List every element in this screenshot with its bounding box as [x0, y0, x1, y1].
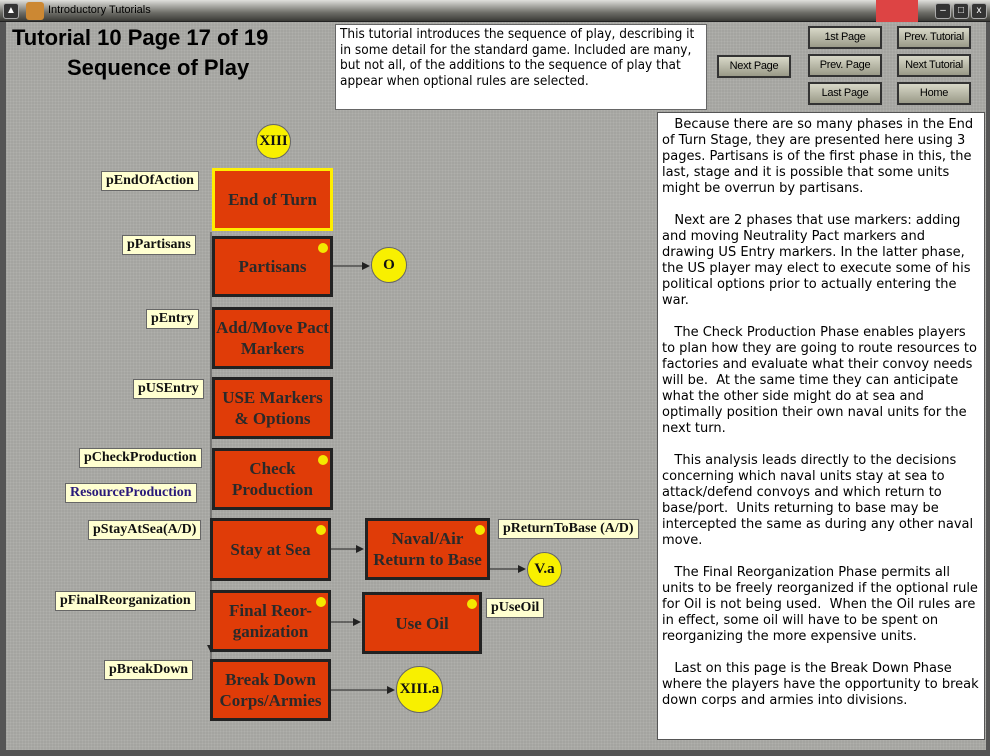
window-title: Introductory Tutorials — [48, 4, 151, 16]
tutorial-page-heading: Tutorial 10 Page 17 of 19 — [12, 25, 269, 50]
optional-rule-dot-icon — [318, 455, 328, 465]
phase-use-markers[interactable]: USE Markers & Options — [212, 377, 333, 439]
prev-page-button[interactable]: Prev. Page — [808, 54, 882, 77]
phase-label: Check Production — [232, 459, 313, 499]
optional-rule-dot-icon — [475, 525, 485, 535]
next-page-button[interactable]: Next Page — [717, 55, 791, 78]
phase-break-down[interactable]: Break Down Corps/Armies — [210, 659, 331, 721]
home-button[interactable]: Home — [897, 82, 971, 105]
phase-stay-at-sea[interactable]: Stay at Sea — [210, 518, 331, 581]
label-break-down: pBreakDown — [104, 660, 194, 680]
phase-label: Partisans — [238, 257, 307, 276]
optional-rule-dot-icon — [316, 525, 326, 535]
phase-circle-xiiia: XIII.a — [396, 666, 443, 713]
title-bar: ▲ Introductory Tutorials – □ x — [0, 0, 990, 22]
phase-label: Use Oil — [395, 613, 449, 633]
explanation-panel: Because there are so many phases in the … — [657, 112, 985, 740]
flag-icon — [876, 0, 918, 22]
phase-add-move-pact-markers[interactable]: Add/Move Pact Markers — [212, 307, 333, 369]
phase-final-reorganization[interactable]: Final Reor-ganization — [210, 590, 331, 652]
label-partisans: pPartisans — [122, 235, 196, 255]
close-button[interactable]: x — [971, 3, 987, 19]
label-check-production: pCheckProduction — [79, 448, 202, 468]
phase-naval-air-return[interactable]: Naval/Air Return to Base — [365, 518, 490, 580]
app-logo-icon — [26, 2, 44, 20]
tutorial-description: This tutorial introduces the sequence of… — [335, 24, 707, 110]
optional-rule-dot-icon — [318, 243, 328, 253]
label-entry: pEntry — [146, 309, 199, 329]
phase-circle-va: V.a — [527, 552, 562, 587]
phase-label: Stay at Sea — [230, 540, 311, 559]
first-page-button[interactable]: 1st Page — [808, 26, 882, 49]
label-us-entry: pUSEntry — [133, 379, 204, 399]
phase-circle-o: O — [371, 247, 407, 283]
optional-rule-dot-icon — [316, 597, 326, 607]
label-stay-at-sea: pStayAtSea(A/D) — [88, 520, 202, 540]
maximize-button[interactable]: □ — [953, 3, 969, 19]
last-page-button[interactable]: Last Page — [808, 82, 882, 105]
prev-tutorial-button[interactable]: Prev. Tutorial — [897, 26, 971, 49]
system-menu-icon[interactable]: ▲ — [3, 3, 19, 19]
phase-circle-xiii: XIII — [256, 124, 291, 159]
phase-label: Naval/Air Return to Base — [373, 529, 482, 569]
tutorial-title: Sequence of Play — [67, 55, 250, 80]
phase-partisans[interactable]: Partisans — [212, 236, 333, 297]
phase-check-production[interactable]: Check Production — [212, 448, 333, 510]
optional-rule-dot-icon — [467, 599, 477, 609]
label-return-to-base: pReturnToBase (A/D) — [498, 519, 639, 539]
phase-use-oil[interactable]: Use Oil — [362, 592, 482, 654]
minimize-button[interactable]: – — [935, 3, 951, 19]
label-resource-production: ResourceProduction — [65, 483, 197, 503]
next-tutorial-button[interactable]: Next Tutorial — [897, 54, 971, 77]
label-use-oil: pUseOil — [486, 598, 545, 618]
label-final-reorganization: pFinalReorganization — [55, 591, 196, 611]
label-end-of-action: pEndOfAction — [101, 171, 199, 191]
phase-end-of-turn[interactable]: End of Turn — [212, 168, 333, 231]
phase-label: Final Reor-ganization — [229, 601, 312, 641]
